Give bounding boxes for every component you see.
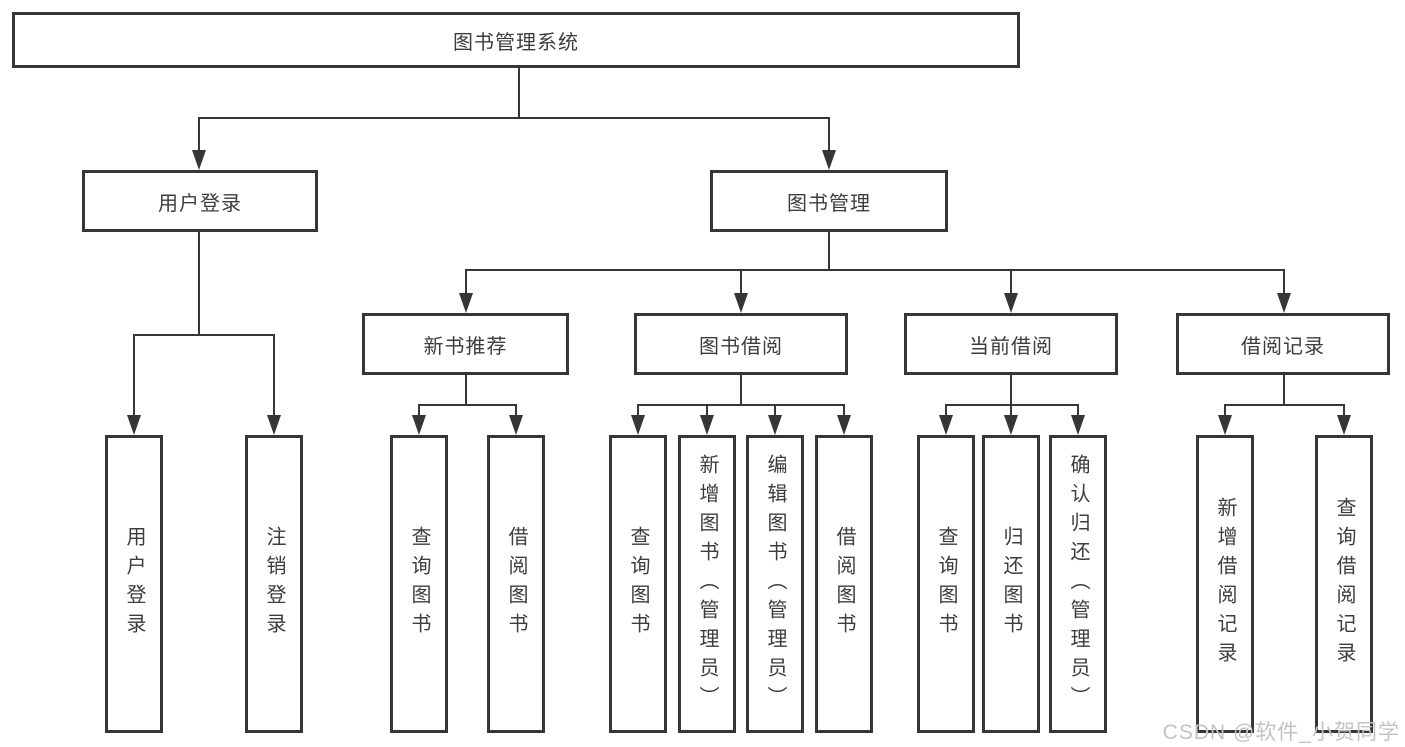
leaf-label: 查询借阅记录 (1333, 497, 1355, 671)
leaf-add-borrow-record: 新增借阅记录 (1196, 435, 1254, 733)
arrowhead-borrowing-leaf2 (700, 415, 714, 435)
connector-current-leaf2 (1010, 404, 1012, 417)
arrowhead-user-login (192, 150, 206, 170)
arrowhead-records-leaf2 (1337, 415, 1351, 435)
leaf-label: 注销登录 (263, 526, 285, 642)
connector-to-borrowing (740, 269, 742, 295)
node-label: 图书借阅 (699, 335, 783, 358)
node-new-book-recommendation: 新书推荐 (362, 313, 569, 375)
arrowhead-current-leaf2 (1004, 415, 1018, 435)
arrowhead-current-leaf1 (939, 415, 953, 435)
connector-to-login-leaf (133, 334, 135, 416)
leaf-user-login: 用户登录 (105, 435, 163, 733)
connector-recommend-branch (418, 404, 517, 406)
connector-to-recommend (465, 269, 467, 295)
arrowhead-recommend (459, 293, 473, 313)
connector-to-logout-leaf (273, 334, 275, 416)
connector-groups-branch (465, 269, 1284, 271)
leaf-confirm-return-admin: 确认归还（管理员） (1049, 435, 1107, 733)
connector-recommend-stem (465, 375, 467, 406)
arrowhead-login-leaf (127, 415, 141, 435)
node-label: 借阅记录 (1241, 335, 1325, 358)
connector-to-records (1283, 269, 1285, 295)
arrowhead-current-leaf3 (1071, 415, 1085, 435)
connector-level1-branch (199, 117, 830, 119)
leaf-label: 新增图书（管理员） (696, 453, 718, 715)
node-user-login-branch: 用户登录 (82, 170, 318, 232)
connector-root-stem (518, 68, 520, 118)
leaf-label: 查询图书 (408, 526, 430, 642)
node-label: 当前借阅 (969, 335, 1053, 358)
connector-borrowing-leaf4 (843, 404, 845, 417)
node-label: 用户登录 (158, 192, 242, 215)
arrowhead-borrowing (734, 293, 748, 313)
arrowhead-borrowing-leaf1 (631, 415, 645, 435)
arrowhead-records-leaf1 (1218, 415, 1232, 435)
arrowhead-recommend-leaf2 (509, 415, 523, 435)
connector-to-user-login (198, 117, 200, 151)
connector-borrowing-leaf2 (706, 404, 708, 417)
connector-recommend-leaf2 (515, 404, 517, 417)
arrowhead-logout-leaf (267, 415, 281, 435)
csdn-watermark: CSDN @软件_小贺同学 (1162, 721, 1400, 744)
leaf-label: 借阅图书 (505, 526, 527, 642)
leaf-logout: 注销登录 (245, 435, 303, 733)
leaf-query-books-borrowing: 查询图书 (609, 435, 667, 733)
node-label: 新书推荐 (423, 335, 508, 358)
connector-borrowing-stem (740, 375, 742, 406)
leaf-borrow-books-recommend: 借阅图书 (487, 435, 545, 733)
node-current-borrowing: 当前借阅 (904, 313, 1118, 375)
node-library-management-system: 图书管理系统 (12, 12, 1020, 68)
leaf-label: 用户登录 (123, 526, 145, 642)
leaf-edit-books-admin: 编辑图书（管理员） (746, 435, 804, 733)
connector-to-current (1010, 269, 1012, 295)
node-borrowing-records: 借阅记录 (1176, 313, 1390, 375)
arrowhead-borrowing-leaf4 (837, 415, 851, 435)
connector-recommend-leaf1 (418, 404, 420, 417)
leaf-query-books-recommend: 查询图书 (390, 435, 448, 733)
connector-management-stem (828, 232, 830, 270)
arrowhead-records (1277, 293, 1291, 313)
connector-current-stem (1010, 375, 1012, 406)
leaf-add-books-admin: 新增图书（管理员） (678, 435, 736, 733)
connector-to-book-management (828, 117, 830, 151)
connector-records-branch (1224, 404, 1344, 406)
connector-current-leaf1 (945, 404, 947, 417)
leaf-label: 查询图书 (935, 526, 957, 642)
node-label: 图书管理 (787, 192, 871, 215)
connector-records-leaf1 (1224, 404, 1226, 417)
leaf-label: 查询图书 (627, 526, 649, 642)
leaf-label: 编辑图书（管理员） (764, 453, 786, 715)
node-book-management-branch: 图书管理 (710, 170, 948, 232)
arrowhead-book-management (822, 150, 836, 170)
connector-borrowing-leaf1 (637, 404, 639, 417)
leaf-label: 新增借阅记录 (1214, 497, 1236, 671)
leaf-borrow-books-borrowing: 借阅图书 (815, 435, 873, 733)
arrowhead-borrowing-leaf3 (768, 415, 782, 435)
connector-borrowing-branch (637, 404, 845, 406)
connector-borrowing-leaf3 (774, 404, 776, 417)
leaf-label: 确认归还（管理员） (1067, 453, 1089, 715)
connector-records-stem (1283, 375, 1285, 406)
leaf-query-borrow-record: 查询借阅记录 (1315, 435, 1373, 733)
leaf-query-books-current: 查询图书 (917, 435, 975, 733)
arrowhead-current (1004, 293, 1018, 313)
connector-records-leaf2 (1343, 404, 1345, 417)
leaf-label: 归还图书 (1000, 526, 1022, 642)
connector-current-leaf3 (1077, 404, 1079, 417)
connector-login-branch (133, 334, 275, 336)
leaf-return-books: 归还图书 (982, 435, 1040, 733)
connector-login-stem (198, 232, 200, 335)
node-label: 图书管理系统 (453, 31, 579, 54)
node-book-borrowing: 图书借阅 (634, 313, 848, 375)
arrowhead-recommend-leaf1 (412, 415, 426, 435)
leaf-label: 借阅图书 (833, 526, 855, 642)
